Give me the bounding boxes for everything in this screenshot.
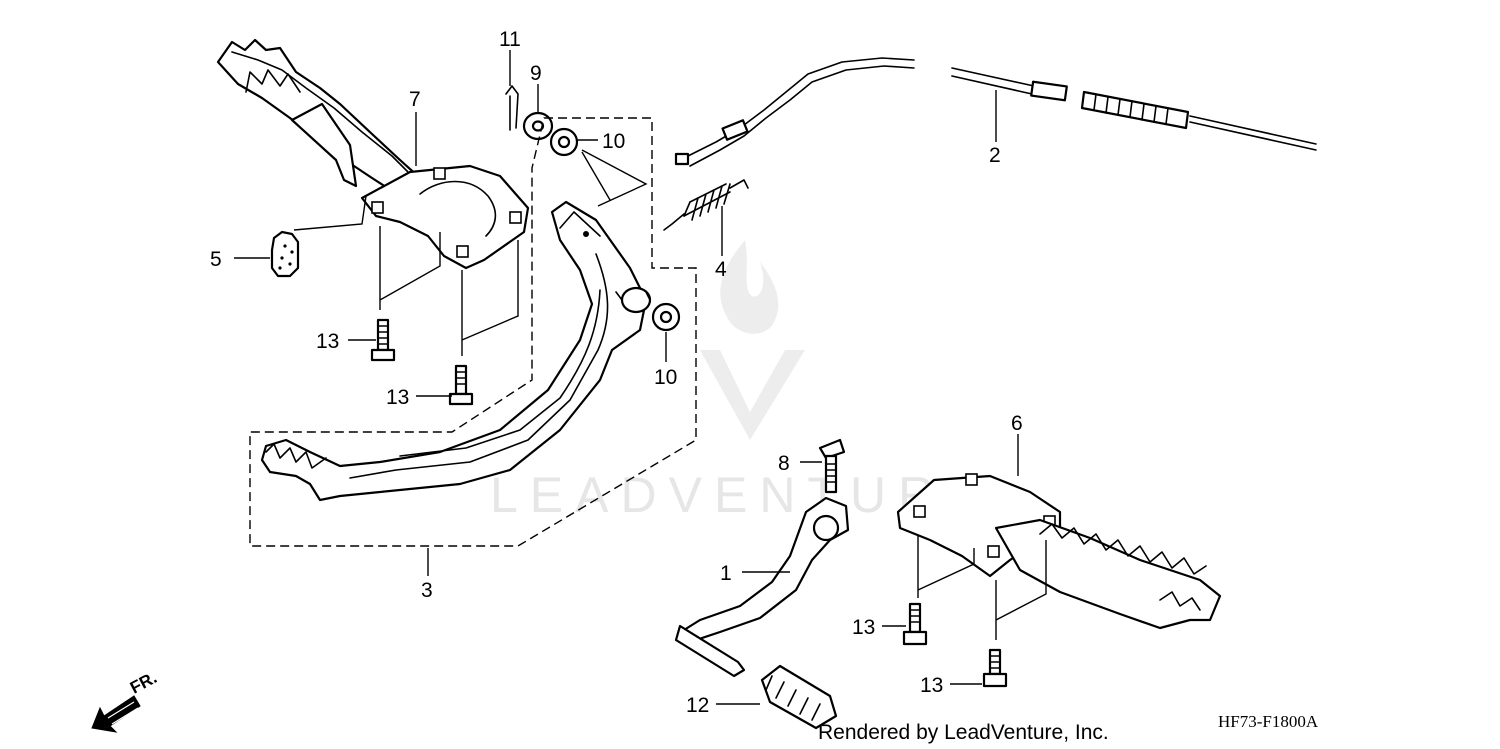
assembly-3-outline: [249, 117, 697, 547]
bolt-8: [818, 438, 846, 494]
callout-13-d: 13: [920, 674, 943, 697]
washer-10-lower: [651, 302, 681, 332]
callout-7: 7: [409, 88, 421, 111]
right-footpeg: [896, 473, 1222, 630]
shift-rubber: [760, 664, 838, 730]
callout-9: 9: [530, 62, 542, 85]
callout-13-a: 13: [316, 330, 339, 353]
front-direction-indicator: FR.: [91, 668, 160, 733]
front-arrow-icon: [91, 695, 141, 733]
callout-5: 5: [210, 248, 222, 271]
brake-cable: [674, 57, 1317, 167]
callout-10-upper: 10: [602, 130, 625, 153]
callout-13-c: 13: [852, 616, 875, 639]
callout-1: 1: [720, 562, 732, 585]
washer-9: [522, 111, 554, 141]
shift-arm: [674, 496, 850, 678]
return-spring: [663, 179, 749, 231]
callout-4: 4: [715, 258, 727, 281]
bolt-13-c: [902, 602, 928, 646]
callout-8: 8: [778, 452, 790, 475]
washer-10-upper: [549, 127, 579, 157]
bolt-13-d: [982, 648, 1008, 688]
bolt-13-b: [448, 364, 474, 406]
callout-10-lower: 10: [654, 366, 677, 389]
front-label: FR.: [127, 668, 160, 698]
cotter-pin: [505, 85, 519, 131]
callout-12: 12: [686, 694, 709, 717]
callout-11: 11: [499, 28, 521, 51]
callout-13-b: 13: [386, 386, 409, 409]
render-credit: Rendered by LeadVenture, Inc.: [818, 721, 1109, 744]
bolt-13-a: [370, 318, 396, 362]
callout-3: 3: [421, 579, 433, 602]
callouts: 11 9 7 10 5 13 13 10 2 4 3 8 6 1 13 13 1…: [210, 28, 1023, 717]
rubber-cap: [270, 230, 300, 278]
callout-6: 6: [1011, 412, 1023, 435]
left-footpeg: [216, 38, 530, 270]
leader-lines: [234, 50, 1047, 705]
diagram-code: HF73-F1800A: [1218, 712, 1319, 731]
brake-pedal: [260, 200, 652, 502]
callout-2: 2: [989, 144, 1001, 167]
